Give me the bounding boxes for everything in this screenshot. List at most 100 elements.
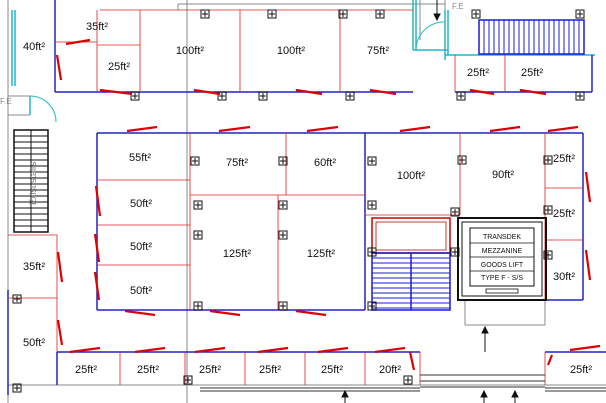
socket-icon [543,250,553,260]
socket-icon [217,91,227,101]
socket-icon [278,156,288,166]
room-area: 55ft² [129,152,151,164]
direction-arrows [341,0,519,403]
room-area: 25ft² [570,364,592,376]
room-area: 25ft² [259,364,281,376]
socket-icon [345,91,355,101]
door-marker [547,125,579,133]
socket-icon [193,301,203,311]
socket-icon [575,91,585,101]
room-area: 125ft² [223,248,251,260]
fire-exit-label-top: F.E [452,2,464,11]
socket-icon [130,91,140,101]
fire-exit-walls [11,0,595,115]
lift-label-3: GOODS LIFT [481,262,524,269]
room-area: 50ft² [23,337,45,349]
fire-exit-door-swing-left [29,95,57,123]
socket-icon [367,200,377,210]
door-marker [194,346,226,354]
goods-lift: TRANSDEK MEZZANINE GOODS LIFT TYPE F - S… [457,217,547,301]
exist-stairs-label: Exist stairs [28,161,38,205]
door-marker [295,88,323,96]
room-area: 20ft² [379,364,401,376]
door-marker [519,88,547,96]
socket-icon [278,200,288,210]
socket-icon [12,294,22,304]
room-area: 25ft² [137,364,159,376]
room-area: 25ft² [553,208,575,220]
room-area: 35ft² [23,261,45,273]
socket-icon [575,9,585,19]
room-area: 100ft² [176,45,204,57]
door-marker [257,346,289,354]
socket-icon [183,375,193,385]
socket-icon [471,9,481,19]
exist-stairs: Exist stairs [13,129,49,233]
room-area: 50ft² [130,198,152,210]
socket-icon [193,200,203,210]
socket-icon [258,91,268,101]
door-marker [369,88,397,96]
socket-icon [543,155,553,165]
socket-icon [375,9,385,19]
room-area: 50ft² [130,285,152,297]
lift-label-2: MEZZANINE [482,248,523,255]
room-area: 25ft² [553,153,575,165]
socket-icon [190,156,200,166]
door-marker [569,344,601,352]
door-marker [306,125,339,133]
room-area: 60ft² [314,157,336,169]
door-marker [126,125,158,133]
door-marker [124,309,156,317]
door-marker [295,309,327,317]
door-marker [69,346,101,354]
electrical-points [12,9,585,393]
door-marker [56,319,64,346]
room-area: 25ft² [199,364,221,376]
socket-icon [12,383,22,393]
room-area: 25ft² [75,364,97,376]
room-area: 90ft² [492,169,514,181]
lift-label-4: TYPE F - S/S [481,275,523,282]
door-marker [546,354,554,366]
socket-icon [367,156,377,166]
door-marker [218,125,251,133]
socket-icon [278,230,288,240]
door-marker [469,88,495,96]
door-markers [55,38,601,371]
door-marker [93,271,101,301]
room-area: 25ft² [108,61,130,73]
socket-icon [367,247,377,257]
socket-icon [200,9,210,19]
corridor-edge [200,374,606,392]
socket-icon [456,91,466,101]
room-area: 75ft² [367,45,389,57]
door-marker [55,54,63,81]
room-area: 30ft² [553,271,575,283]
room-area: 35ft² [86,21,108,33]
room-area: 25ft² [321,364,343,376]
socket-icon [367,301,377,311]
socket-icon [457,155,467,165]
room-area: 100ft² [277,45,305,57]
fire-exit-door-swing-top [415,21,445,51]
socket-icon [267,9,277,19]
socket-icon [193,230,203,240]
door-marker [408,351,416,371]
room-area: 25ft² [467,67,489,79]
door-marker [584,171,592,203]
socket-icon [278,301,288,311]
door-marker [134,346,166,354]
room-area: 125ft² [307,248,335,260]
socket-icon [543,205,553,215]
socket-icon [338,9,348,19]
door-marker [317,346,349,354]
door-marker [56,251,64,283]
room-area: 25ft² [521,67,543,79]
lift-label-1: TRANSDEK [483,234,521,241]
room-area: 100ft² [397,170,425,182]
room-labels: 35ft² 40ft² 25ft² 100ft² 100ft² 75ft² 25… [23,21,592,376]
red-partitions [8,9,583,385]
top-right-stairs [478,19,585,55]
